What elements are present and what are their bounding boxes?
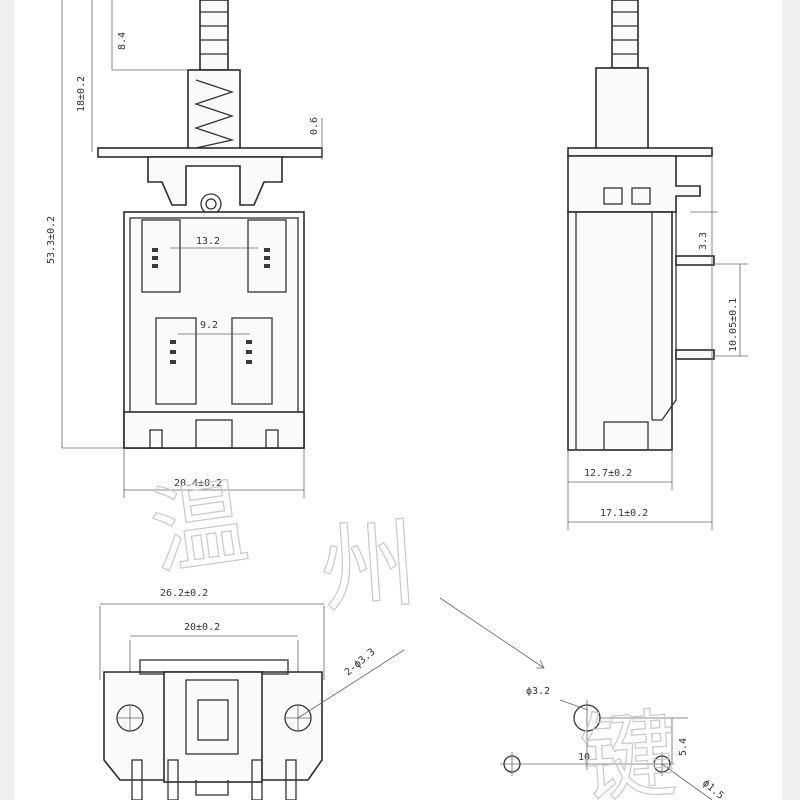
right-edge — [782, 0, 800, 800]
dim-hole-pitch: 20±0.2 — [184, 622, 220, 633]
dim-body-width: 20.4±0.2 — [174, 478, 222, 489]
mount-hole-left — [116, 704, 144, 732]
dim-offset: 5.4 — [678, 738, 689, 756]
bottom-button — [185, 679, 239, 755]
watermark-char-2: 州 — [317, 508, 421, 626]
dim-hole-large: ϕ3.2 — [526, 686, 550, 697]
dim-holes: 2-ϕ3.3 — [343, 647, 378, 679]
mount-hole-right — [284, 704, 312, 732]
dim-total-depth: 17.1±0.2 — [600, 508, 648, 519]
left-edge — [0, 0, 14, 800]
side-pin-lower — [675, 349, 715, 360]
dim-plate-width: 26.2±0.2 — [160, 588, 208, 599]
upper-contact-right — [247, 219, 287, 293]
front-spring-housing — [187, 69, 241, 153]
front-upper-frame — [147, 156, 283, 206]
dim-plate: 0.6 — [309, 117, 320, 135]
front-mount-plate — [97, 147, 323, 158]
lower-contact-right — [231, 317, 273, 405]
dim-stroke: 8.4 — [117, 32, 128, 50]
bottom-body — [163, 671, 263, 783]
lower-contact-left — [155, 317, 197, 405]
side-pin-upper — [675, 255, 715, 266]
watermark-char-1: 温 — [144, 465, 255, 589]
front-view: 8.4 18±0.2 0.6 53.3±0.2 13.2 9.2 20.4±0.… — [46, 0, 323, 498]
front-shaft — [199, 0, 229, 71]
side-view: 3.3 10.05±0.1 12.7±0.2 17.1±0.2 — [567, 0, 748, 530]
side-body — [567, 211, 673, 451]
dim-hole-small: ϕ1.5 — [700, 778, 726, 800]
pcb-layout: ϕ3.2 10 5.4 ϕ1.5 — [439, 597, 726, 800]
watermark-char-3: 键 — [577, 698, 681, 800]
side-plate — [567, 147, 713, 157]
dim-shaft: 18±0.2 — [76, 76, 87, 112]
dim-pin-top: 3.3 — [698, 232, 709, 250]
spring — [193, 79, 235, 149]
dim-total-height: 53.3±0.2 — [46, 216, 57, 264]
side-upper-housing — [595, 67, 649, 151]
upper-contact-left — [141, 219, 181, 293]
bottom-view: 26.2±0.2 20±0.2 2-ϕ3.3 — [99, 588, 405, 800]
dim-inner-mid: 9.2 — [200, 320, 218, 331]
watermark: 温 州 键 — [143, 464, 681, 800]
front-center-hole — [200, 193, 222, 215]
pcb-leader-arrow — [439, 597, 545, 669]
dim-inner-top: 13.2 — [196, 236, 220, 247]
dim-pin-pitch: 10.05±0.1 — [728, 298, 739, 352]
dim-body-depth: 12.7±0.2 — [584, 468, 632, 479]
dim-pcb-pitch: 10 — [578, 752, 590, 763]
side-shaft — [611, 0, 639, 69]
